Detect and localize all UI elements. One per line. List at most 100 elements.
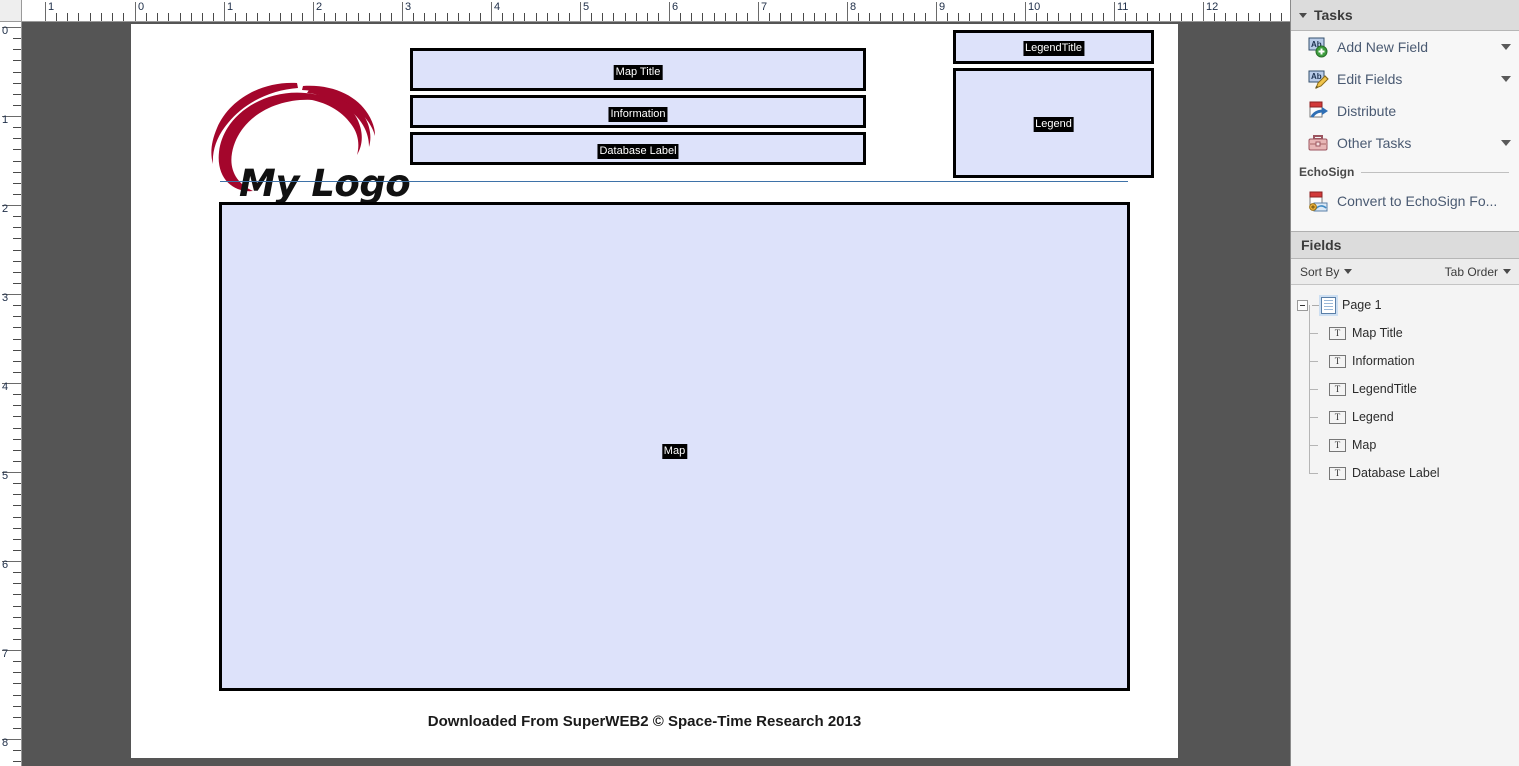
form-field-legendtitle[interactable]: LegendTitle — [953, 30, 1154, 64]
ruler-major-tick — [313, 2, 314, 21]
form-field-database-label[interactable]: Database Label — [410, 132, 866, 165]
ruler-label: 7 — [2, 648, 9, 660]
edit-fields-icon: Ab — [1307, 68, 1329, 90]
ruler-minor-tick — [13, 550, 21, 551]
ruler-minor-tick — [101, 13, 102, 21]
tree-item-label: Information — [1352, 354, 1415, 368]
ruler-minor-tick — [625, 13, 626, 21]
ruler-minor-tick — [725, 13, 726, 21]
ruler-minor-tick — [1236, 13, 1237, 21]
ruler-minor-tick — [13, 361, 21, 362]
form-field-information[interactable]: Information — [410, 95, 866, 128]
ruler-minor-tick — [925, 13, 926, 21]
ruler-minor-tick — [13, 695, 21, 696]
ruler-minor-tick — [13, 750, 21, 751]
ruler-corner — [0, 0, 22, 22]
tree-item-label: Database Label — [1352, 466, 1440, 480]
ruler-minor-tick — [13, 594, 21, 595]
ruler-label: 1 — [48, 1, 55, 13]
ruler-minor-tick — [536, 13, 537, 21]
triangle-down-icon[interactable] — [1299, 12, 1307, 18]
header-divider — [220, 181, 1128, 182]
ruler-minor-tick — [836, 13, 837, 21]
task-item-other-tasks[interactable]: Other Tasks — [1291, 127, 1519, 159]
ruler-minor-tick — [13, 261, 21, 262]
ruler-minor-tick — [391, 13, 392, 21]
footer-text: Downloaded From SuperWEB2 © Space-Time R… — [427, 713, 862, 730]
convert-echosign-icon — [1307, 190, 1329, 212]
ruler-minor-tick — [13, 316, 21, 317]
task-item-label: Convert to EchoSign Fo... — [1337, 193, 1498, 209]
ruler-major-tick — [135, 2, 136, 21]
ruler-minor-tick — [13, 238, 21, 239]
ruler-minor-tick — [13, 183, 21, 184]
task-item-distribute[interactable]: Distribute — [1291, 95, 1519, 127]
fields-sort-bar: Sort By Tab Order — [1291, 259, 1519, 285]
chevron-down-icon[interactable] — [1501, 44, 1511, 50]
tree-connector — [1312, 304, 1321, 306]
ruler-minor-tick — [1036, 13, 1037, 21]
ruler-minor-tick — [569, 13, 570, 21]
ruler-minor-tick — [13, 572, 21, 573]
sort-by-button[interactable]: Sort By — [1300, 265, 1353, 279]
chevron-down-icon[interactable] — [1501, 76, 1511, 82]
other-tasks-icon — [1307, 132, 1329, 154]
ruler-minor-tick — [13, 450, 21, 451]
ruler-minor-tick — [691, 13, 692, 21]
logo: My Logo — [201, 78, 421, 205]
tasks-list-padding — [1291, 217, 1519, 231]
ruler-minor-tick — [803, 13, 804, 21]
ruler-label: 2 — [2, 203, 9, 215]
tab-order-button[interactable]: Tab Order — [1445, 265, 1511, 279]
ruler-minor-tick — [13, 661, 21, 662]
task-item-convert-to-echosign-fo[interactable]: Convert to EchoSign Fo... — [1291, 185, 1519, 217]
ruler-minor-tick — [914, 13, 915, 21]
tasks-header[interactable]: Tasks — [1291, 0, 1519, 31]
ruler-minor-tick — [903, 13, 904, 21]
ruler-major-tick — [491, 2, 492, 21]
ruler-minor-tick — [13, 683, 21, 684]
fields-header: Fields — [1291, 231, 1519, 259]
ruler-minor-tick — [1214, 13, 1215, 21]
ruler-minor-tick — [257, 13, 258, 21]
ruler-major-tick — [2, 472, 21, 473]
form-field-map-title[interactable]: Map Title — [410, 48, 866, 91]
ruler-minor-tick — [346, 13, 347, 21]
collapse-icon[interactable] — [1297, 299, 1308, 311]
form-field-map[interactable]: Map — [219, 202, 1130, 691]
chevron-down-icon[interactable] — [1501, 140, 1511, 146]
distribute-icon — [1307, 100, 1329, 122]
ruler-minor-tick — [591, 13, 592, 21]
ruler-minor-tick — [13, 416, 21, 417]
ruler-minor-tick — [13, 706, 21, 707]
ruler-minor-tick — [825, 13, 826, 21]
ruler-minor-tick — [291, 13, 292, 21]
ruler-minor-tick — [413, 13, 414, 21]
tree-connector — [1309, 361, 1310, 389]
ruler-label: 9 — [939, 1, 946, 13]
ruler-minor-tick — [13, 583, 21, 584]
ruler-label: 1 — [2, 114, 9, 126]
task-item-label: Other Tasks — [1337, 135, 1412, 151]
form-field-legend[interactable]: Legend — [953, 68, 1154, 178]
tree-item-page-1[interactable]: Page 1 — [1291, 291, 1519, 319]
tree-connector — [1309, 305, 1310, 333]
ruler-minor-tick — [1159, 13, 1160, 21]
ruler-minor-tick — [13, 483, 21, 484]
tree-item-label: Map — [1352, 438, 1377, 452]
ruler-major-tick — [2, 561, 21, 562]
ruler-minor-tick — [146, 13, 147, 21]
